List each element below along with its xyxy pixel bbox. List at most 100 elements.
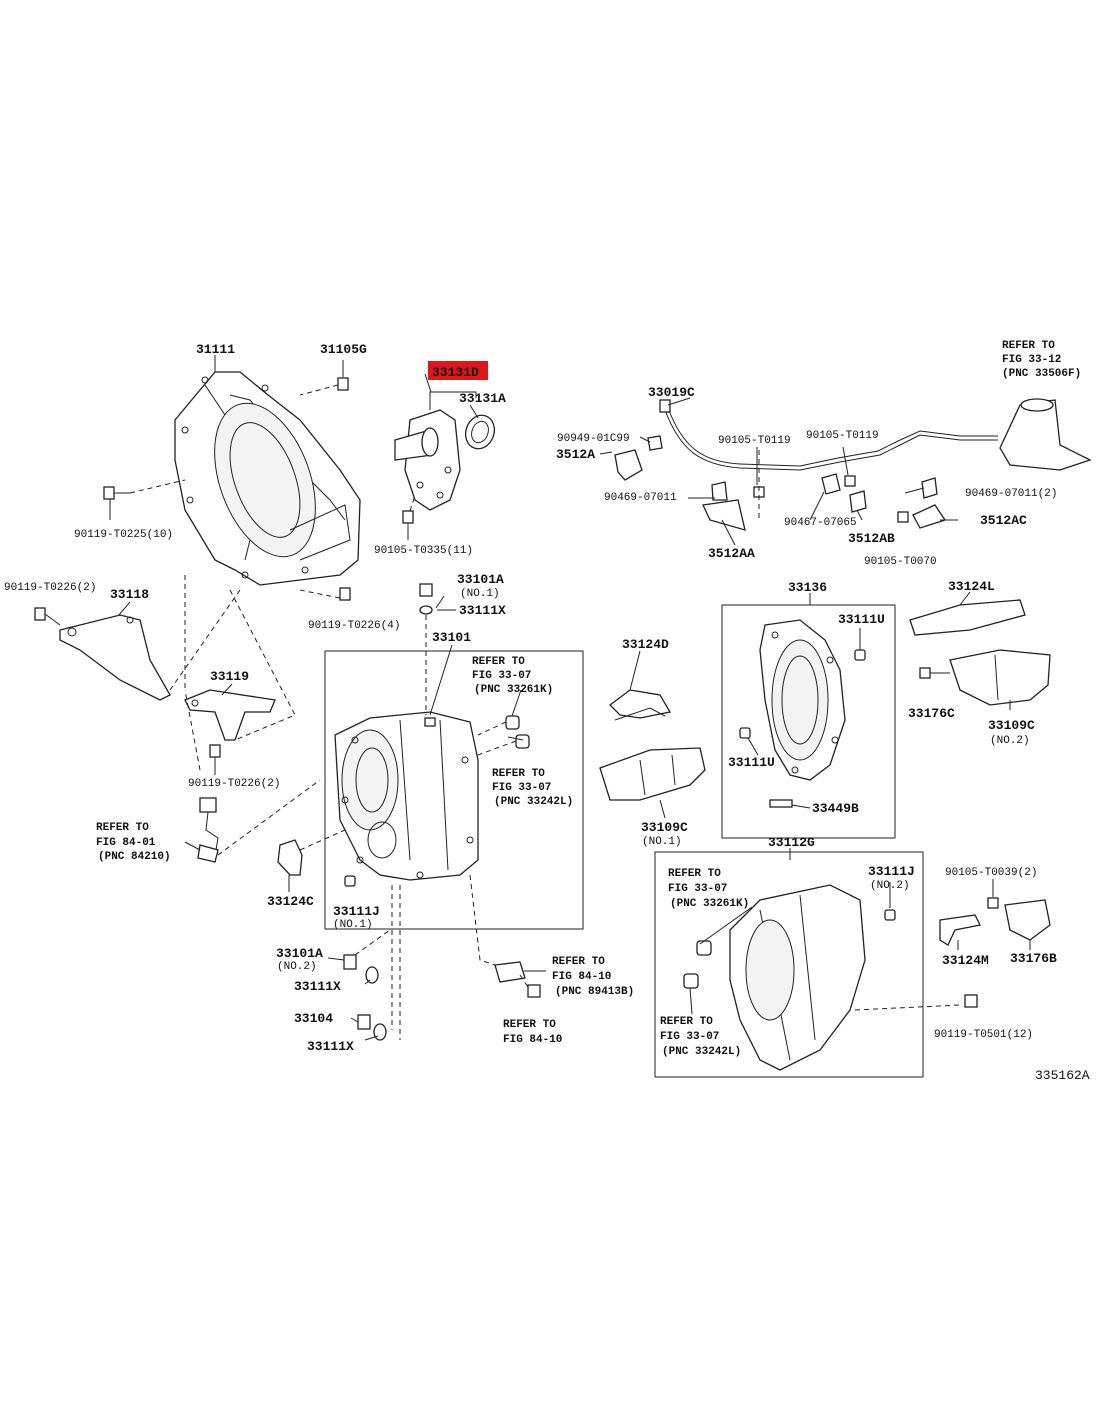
label-33176c: 33176C xyxy=(908,706,955,721)
label-33111j-left: 33111J xyxy=(333,904,380,919)
label-33119: 33119 xyxy=(210,669,249,684)
ref-line: (PNC 33242L) xyxy=(494,796,573,808)
ref-fig33-07-b[interactable]: REFER TO FIG 33-07 (PNC 33242L) xyxy=(492,768,573,808)
adapter-box xyxy=(654,851,924,1078)
shift-cable-drawing xyxy=(599,398,1092,531)
ref-fig33-07-d[interactable]: REFER TO FIG 33-07 (PNC 33242L) xyxy=(660,1016,741,1058)
ref-fig84-10-a[interactable]: REFER TO FIG 84-10 (PNC 89413B) xyxy=(552,956,634,998)
extension-housing-drawing xyxy=(739,619,866,808)
label-33109c-right: 33109C xyxy=(988,718,1035,733)
label-33109c-left-no: (NO.1) xyxy=(642,836,682,848)
label-33131d: 33131D xyxy=(432,365,479,380)
ref-line: FIG 84-10 xyxy=(552,971,611,983)
label-31111: 31111 xyxy=(196,342,235,357)
label-33101a-top-no: (NO.1) xyxy=(460,588,500,600)
label-33104: 33104 xyxy=(294,1011,333,1026)
heat-insulator-2-drawing xyxy=(919,649,1051,706)
label-33019c: 33019C xyxy=(648,385,695,400)
ref-line: FIG 84-10 xyxy=(503,1034,562,1046)
ref-line: REFER TO xyxy=(503,1019,556,1031)
ref-fig84-01[interactable]: REFER TO FIG 84-01 (PNC 84210) xyxy=(96,822,171,863)
ref-fig84-10-b[interactable]: REFER TO FIG 84-10 xyxy=(503,1019,562,1046)
label-90469-07011-a: 90469-07011 xyxy=(604,492,677,504)
label-33111j-right-no: (NO.2) xyxy=(870,880,910,892)
diagram-id: 335162A xyxy=(1035,1068,1090,1083)
label-33124m: 33124M xyxy=(942,953,989,968)
label-90119-t0225: 90119-T0225(10) xyxy=(74,529,173,541)
label-90105-t0119-b: 90105-T0119 xyxy=(806,430,879,442)
ref-line: FIG 33-07 xyxy=(668,883,727,895)
ref-line: FIG 84-01 xyxy=(96,837,156,849)
ref-fig33-07-a[interactable]: REFER TO FIG 33-07 (PNC 33261K) xyxy=(472,656,553,696)
label-90119-t0226-c: 90119-T0226(2) xyxy=(188,778,280,790)
ref-line: (PNC 33242L) xyxy=(662,1046,741,1058)
label-90119-t0501: 90119-T0501(12) xyxy=(934,1029,1033,1041)
label-33109c-left: 33109C xyxy=(641,820,688,835)
label-33111u-b: 33111U xyxy=(728,755,775,770)
ref-line: (PNC 89413B) xyxy=(555,986,634,998)
label-33109c-right-no: (NO.2) xyxy=(990,735,1030,747)
cover-33124d-drawing xyxy=(609,689,672,721)
sensor-89413b-drawing xyxy=(469,874,541,998)
drain-plug-top-drawing xyxy=(419,583,433,715)
ref-line: REFER TO xyxy=(96,822,149,834)
adapter-housing-drawing xyxy=(683,884,978,1071)
label-33124c: 33124C xyxy=(267,894,314,909)
ref-line: REFER TO xyxy=(552,956,605,968)
label-3512a: 3512A xyxy=(556,447,595,462)
label-90469-07011-b: 90469-07011(2) xyxy=(965,488,1057,500)
leader-lines xyxy=(117,355,1031,1041)
label-33449b: 33449B xyxy=(812,801,859,816)
case-assembly-box xyxy=(324,650,584,930)
dashed-leaders-left xyxy=(169,575,296,771)
label-33101: 33101 xyxy=(432,630,471,645)
label-90467-07065: 90467-07065 xyxy=(784,517,857,529)
label-33111j-left-no: (NO.1) xyxy=(333,919,373,931)
ref-line: (PNC 33261K) xyxy=(474,684,553,696)
label-3512aa: 3512AA xyxy=(708,546,755,561)
ref-line: REFER TO xyxy=(472,656,525,668)
label-33136: 33136 xyxy=(788,580,827,595)
label-90949-01c99: 90949-01C99 xyxy=(557,433,630,445)
extension-box xyxy=(721,604,896,839)
ref-fig33-07-c[interactable]: REFER TO FIG 33-07 (PNC 33261K) xyxy=(668,868,749,910)
ref-line: FIG 33-07 xyxy=(492,782,551,794)
ref-line: REFER TO xyxy=(1002,340,1055,352)
label-3512ac: 3512AC xyxy=(980,513,1027,528)
heat-insulator-1-drawing xyxy=(599,747,706,801)
highlight-box xyxy=(428,361,488,380)
label-33131a: 33131A xyxy=(459,391,506,406)
label-33111u-a: 33111U xyxy=(838,612,885,627)
label-33124l: 33124L xyxy=(948,579,995,594)
ref-fig33-12[interactable]: REFER TO FIG 33-12 (PNC 33506F) xyxy=(1002,340,1081,380)
case-bushings xyxy=(344,715,530,887)
ref-line: REFER TO xyxy=(660,1016,713,1028)
bolt-90119-t0225-drawing xyxy=(103,479,186,520)
label-33101a-bot: 33101A xyxy=(276,946,323,961)
bearing-retainer-drawing xyxy=(394,361,496,511)
plate-33124c-drawing xyxy=(277,829,346,876)
ref-line: FIG 33-07 xyxy=(472,670,531,682)
part-labels: 31111 31105G 33131D 33131A 90119-T0225(1… xyxy=(4,342,1090,1083)
label-33101a-top: 33101A xyxy=(457,572,504,587)
transmission-case-drawing xyxy=(334,711,479,881)
label-33124d: 33124D xyxy=(622,637,669,652)
label-33111j-right: 33111J xyxy=(868,864,915,879)
ref-line: REFER TO xyxy=(668,868,721,880)
label-33111x-bot: 33111X xyxy=(307,1039,354,1054)
label-90105-t0039: 90105-T0039(2) xyxy=(945,867,1037,879)
bolt-90119-t0226-4-drawing xyxy=(299,587,351,601)
label-33111x-mid: 33111X xyxy=(294,979,341,994)
label-90105-t0335: 90105-T0335(11) xyxy=(374,545,473,557)
ref-line: (PNC 84210) xyxy=(98,851,171,863)
brackets-33124m-33176b-drawing xyxy=(939,897,1051,946)
label-33112g: 33112G xyxy=(768,835,815,850)
label-90119-t0226-a: 90119-T0226(2) xyxy=(4,582,96,594)
reference-blocks: REFER TO FIG 33-12 (PNC 33506F) REFER TO… xyxy=(96,340,1081,1058)
label-90119-t0226-b: 90119-T0226(4) xyxy=(308,620,400,632)
label-33111x-top: 33111X xyxy=(459,603,506,618)
bracket-33119-drawing xyxy=(184,689,276,775)
bolt-31105g-drawing xyxy=(299,377,349,396)
